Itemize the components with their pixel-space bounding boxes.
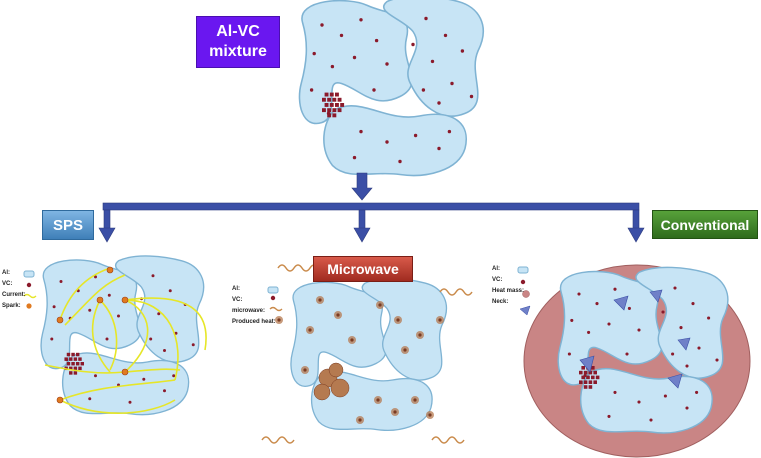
sps-legend-spark: Spark: — [2, 303, 21, 309]
title-box: Al-VC mixture — [196, 16, 280, 68]
microwave-legend: Al: VC: microwave: Produced heat: — [232, 284, 276, 328]
microwave-legend-heat: Produced heat: — [232, 319, 276, 325]
sps-grains — [40, 255, 205, 416]
sps-legend-vc: VC: — [2, 281, 13, 287]
conventional-legend-neck: Neck: — [492, 299, 509, 305]
microwave-legend-wave: microwave: — [232, 308, 266, 314]
microwave-label-text: Microwave — [327, 261, 399, 277]
sps-label: SPS — [42, 210, 94, 240]
sps-label-text: SPS — [52, 216, 83, 234]
tree-connector — [98, 172, 645, 243]
conventional-neck-icons — [579, 289, 691, 389]
conventional-grains — [557, 266, 729, 434]
top-mixture-grains — [298, 0, 485, 177]
sps-legend-current: Current: — [2, 292, 26, 298]
sps-legend-al: Al: — [2, 270, 10, 276]
conventional-legend-vc: VC: — [492, 277, 503, 283]
microwave-label: Microwave — [313, 256, 413, 282]
microwave-legend-al: Al: — [232, 286, 240, 292]
conventional-legend-swatches — [517, 266, 531, 316]
conventional-label-text: Conventional — [660, 216, 750, 233]
microwave-grains — [290, 277, 448, 431]
conventional-label: Conventional — [652, 210, 758, 239]
sps-legend: Al: VC: Current: Spark: — [2, 268, 26, 312]
conventional-legend-al: Al: — [492, 266, 500, 272]
sps-spark-icons — [56, 266, 129, 404]
microwave-legend-swatches — [267, 286, 283, 324]
title-line-2: mixture — [209, 43, 267, 60]
microwave-hotspot — [313, 362, 350, 401]
sps-current-lines — [44, 267, 207, 414]
conventional-legend-heat: Heat mass: — [492, 288, 525, 294]
sps-legend-swatches — [23, 270, 37, 309]
conventional-legend: Al: VC: Heat mass: Neck: — [492, 264, 524, 308]
microwave-legend-vc: VC: — [232, 297, 243, 303]
title-line-1: Al-VC — [216, 23, 260, 40]
microwave-waves — [261, 264, 473, 444]
